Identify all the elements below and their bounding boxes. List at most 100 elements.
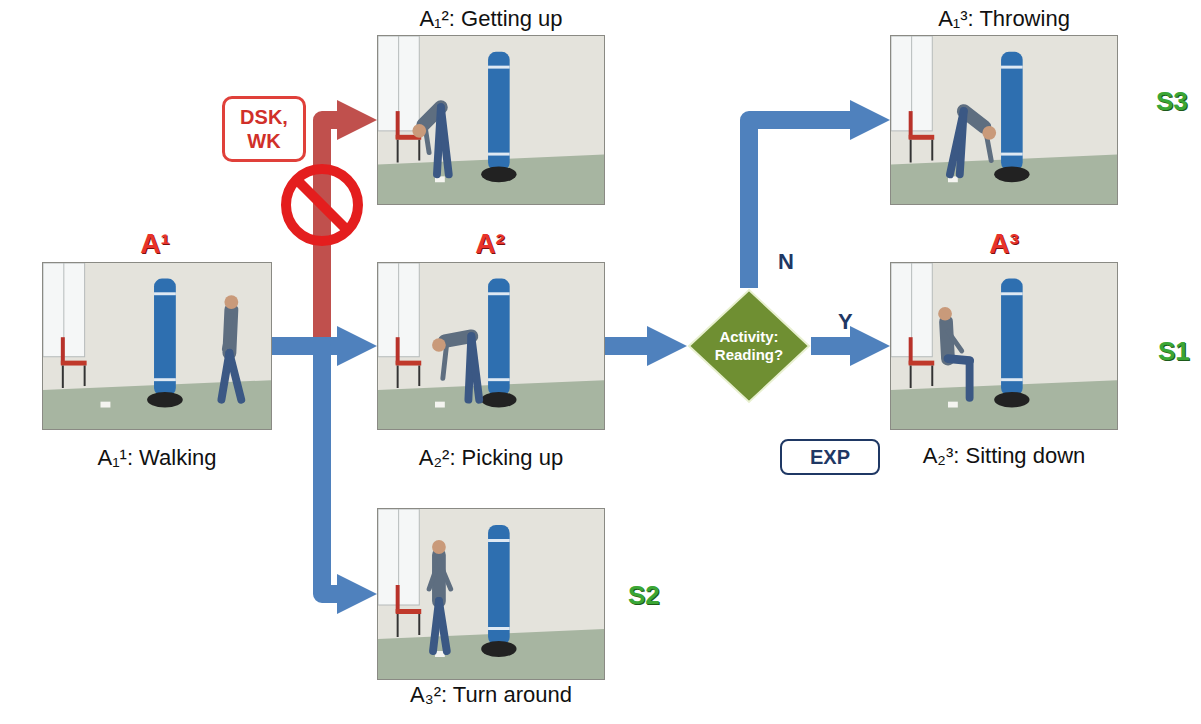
- photo-frame: A₃²: Turn around: [377, 508, 605, 680]
- person: [412, 107, 448, 174]
- punching-bag: [1001, 279, 1023, 396]
- chair-leg: [418, 366, 420, 387]
- chair-leg: [931, 140, 933, 161]
- activity-heading: A²: [475, 229, 505, 259]
- chair-seat: [396, 609, 422, 614]
- photo-frame: A₂²: Picking up: [377, 262, 605, 430]
- chair-seat: [909, 361, 935, 366]
- photo-caption: A₂²: Picking up: [419, 445, 563, 471]
- photo-illustration: [378, 263, 604, 429]
- chair-back: [396, 337, 400, 364]
- person-limb: [439, 601, 447, 651]
- chair-leg: [910, 140, 912, 163]
- photo-caption: A₁¹: Walking: [97, 445, 216, 471]
- person-limb: [966, 361, 974, 398]
- constraint-text: DSK, WK: [233, 105, 295, 153]
- paper: [435, 402, 445, 408]
- explanation-box: EXP: [780, 439, 880, 475]
- photo-caption: A₂³: Sitting down: [923, 443, 1086, 469]
- person-limb: [950, 111, 964, 174]
- wall: [43, 263, 271, 429]
- bag-stripe: [488, 66, 510, 69]
- person-head: [224, 295, 238, 309]
- person-limb: [429, 561, 439, 589]
- scenario-label: S2: [628, 580, 660, 610]
- photo-illustration: [891, 263, 1117, 429]
- punching-bag: [1001, 52, 1023, 171]
- chair-leg: [62, 366, 64, 388]
- chair-back: [909, 111, 913, 139]
- person-head: [412, 124, 426, 138]
- person-head: [432, 540, 446, 554]
- photo-illustration: [378, 36, 604, 204]
- band-fill: [773, 226, 1149, 496]
- person: [221, 295, 241, 399]
- chair-leg: [84, 366, 86, 387]
- activity-heading: A¹: [140, 229, 170, 259]
- person-limb: [441, 107, 449, 174]
- bag-stripe: [1001, 153, 1023, 156]
- scenario-label: S3: [1156, 86, 1188, 116]
- photo-frame: A₁¹: Walking: [42, 262, 272, 430]
- wall: [378, 36, 604, 204]
- chair-back: [396, 585, 400, 613]
- wall: [891, 263, 1117, 429]
- person-limb: [224, 316, 231, 349]
- photo-illustration: [891, 36, 1117, 204]
- bag-base: [994, 392, 1029, 408]
- person: [950, 111, 996, 174]
- bag-stripe: [488, 627, 510, 630]
- branch-label: N: [778, 250, 794, 274]
- photo-frame: A₁²: Getting up: [377, 35, 605, 205]
- photo-frame: A₁³: Throwing: [890, 35, 1118, 205]
- photo-caption: A₁²: Getting up: [419, 6, 562, 32]
- chair-leg: [418, 140, 420, 161]
- branch-label: Y: [838, 310, 853, 334]
- bag-stripe: [488, 539, 510, 542]
- punching-bag: [488, 525, 510, 645]
- photo-frame: A₂³: Sitting down: [890, 262, 1118, 430]
- person-limb: [946, 322, 948, 359]
- prohibition-ring: [286, 169, 358, 241]
- punching-bag: [488, 52, 510, 171]
- punching-bag: [488, 279, 510, 396]
- flow-arrow: [272, 346, 353, 594]
- chair-seat: [909, 135, 935, 140]
- bag-base: [481, 166, 516, 182]
- bag-stripe: [154, 378, 176, 381]
- decision-text: Activity: Reading?: [709, 328, 789, 364]
- chair-leg: [931, 366, 933, 387]
- band-fill: [9, 226, 771, 496]
- chair-seat: [396, 361, 422, 366]
- chair-leg: [418, 614, 420, 635]
- bag-stripe: [488, 153, 510, 156]
- person-head: [432, 338, 446, 352]
- bag-stripe: [488, 292, 510, 295]
- constraint-box: DSK, WK: [222, 96, 306, 162]
- person: [432, 336, 479, 399]
- person-head: [938, 307, 952, 321]
- scenario-label: S1: [1158, 336, 1190, 366]
- bag-stripe: [1001, 378, 1023, 381]
- bag-stripe: [488, 378, 510, 381]
- wall: [378, 509, 604, 679]
- person: [938, 307, 969, 398]
- photo-caption: A₁³: Throwing: [938, 6, 1070, 32]
- chair-back: [61, 337, 65, 364]
- chair-back: [909, 337, 913, 364]
- chair-back: [396, 111, 400, 139]
- scenario-band: A₁¹: WalkingA₂²: Picking upA¹A²: [8, 225, 772, 497]
- bag-stripe: [154, 292, 176, 295]
- person-limb: [229, 353, 241, 400]
- chair-leg: [397, 140, 399, 163]
- photo-caption: A₃²: Turn around: [410, 682, 572, 708]
- bag-base: [481, 641, 516, 657]
- bag-stripe: [1001, 66, 1023, 69]
- diamond-shape: [689, 290, 809, 402]
- bag-base: [147, 392, 183, 408]
- bag-base: [481, 392, 516, 408]
- photo-illustration: [378, 509, 604, 679]
- person-limb: [471, 336, 479, 399]
- flow-arrow: [749, 120, 866, 288]
